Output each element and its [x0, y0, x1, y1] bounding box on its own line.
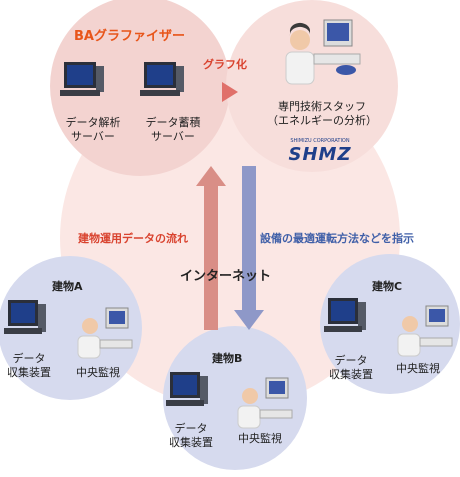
staff-label: 専門技術スタッフ （エネルギーの分析）: [262, 100, 382, 128]
instruction-arrow: [234, 166, 264, 330]
building-b-name: 建物B: [212, 352, 243, 365]
storage-server-label: データ蓄積 サーバー: [138, 116, 208, 144]
graph-arrow-label: グラフ化: [203, 58, 247, 71]
building-b-collector-icon: [166, 372, 208, 406]
building-b-circle: [163, 326, 307, 470]
analysis-server-label-line2: サーバー: [71, 130, 115, 143]
building-a-name: 建物A: [52, 280, 83, 293]
analysis-server-label: データ解析 サーバー: [58, 116, 128, 144]
analysis-server-icon: [60, 62, 104, 96]
storage-server-icon: [140, 62, 184, 96]
analyst-person-icon: [285, 19, 361, 85]
storage-server-label-line2: サーバー: [151, 130, 195, 143]
ba-grapher-title: BAグラファイザー: [74, 29, 185, 44]
company-logo-small-text: SHIMIZU CORPORATION: [290, 138, 350, 144]
analysis-server-label-line1: データ解析: [65, 116, 121, 129]
building-a-collector-label: データ 収集装置: [2, 352, 56, 380]
building-b-collector-line2: 収集装置: [169, 436, 213, 449]
building-b-monitor-icon: [237, 377, 293, 429]
building-c-collector-line1: データ: [334, 354, 368, 367]
upload-arrow: [196, 166, 226, 330]
building-a-monitor-icon: [77, 307, 133, 359]
staff-label-line2: （エネルギーの分析）: [267, 114, 377, 127]
instruction-label: 設備の最適運転方法などを指示: [260, 232, 414, 245]
ba-grapher-circle: [50, 0, 230, 176]
building-b-monitor-label: 中央監視: [238, 432, 282, 445]
company-logo: SHMZ: [288, 144, 352, 165]
staff-label-line1: 専門技術スタッフ: [278, 100, 366, 113]
building-b-collector-label: データ 収集装置: [164, 422, 218, 450]
internet-label: インターネット: [180, 269, 272, 284]
storage-server-label-line1: データ蓄積: [145, 116, 201, 129]
building-c-collector-line2: 収集装置: [329, 368, 373, 381]
building-a-collector-icon: [4, 300, 46, 334]
building-c-monitor-label: 中央監視: [396, 362, 440, 375]
staff-circle: [226, 0, 398, 172]
building-c-name: 建物C: [372, 280, 403, 293]
building-a-circle: [0, 256, 142, 400]
building-c-monitor-icon: [397, 305, 453, 357]
data-flow-label: 建物運用データの流れ: [78, 232, 188, 245]
building-c-collector-icon: [324, 298, 366, 332]
building-a-collector-line2: 収集装置: [7, 366, 51, 379]
building-c-circle: [320, 254, 460, 394]
building-c-collector-label: データ 収集装置: [324, 354, 378, 382]
building-a-collector-line1: データ: [12, 352, 46, 365]
building-a-monitor-label: 中央監視: [76, 366, 120, 379]
graph-arrow: [222, 82, 238, 102]
building-b-collector-line1: データ: [174, 422, 208, 435]
